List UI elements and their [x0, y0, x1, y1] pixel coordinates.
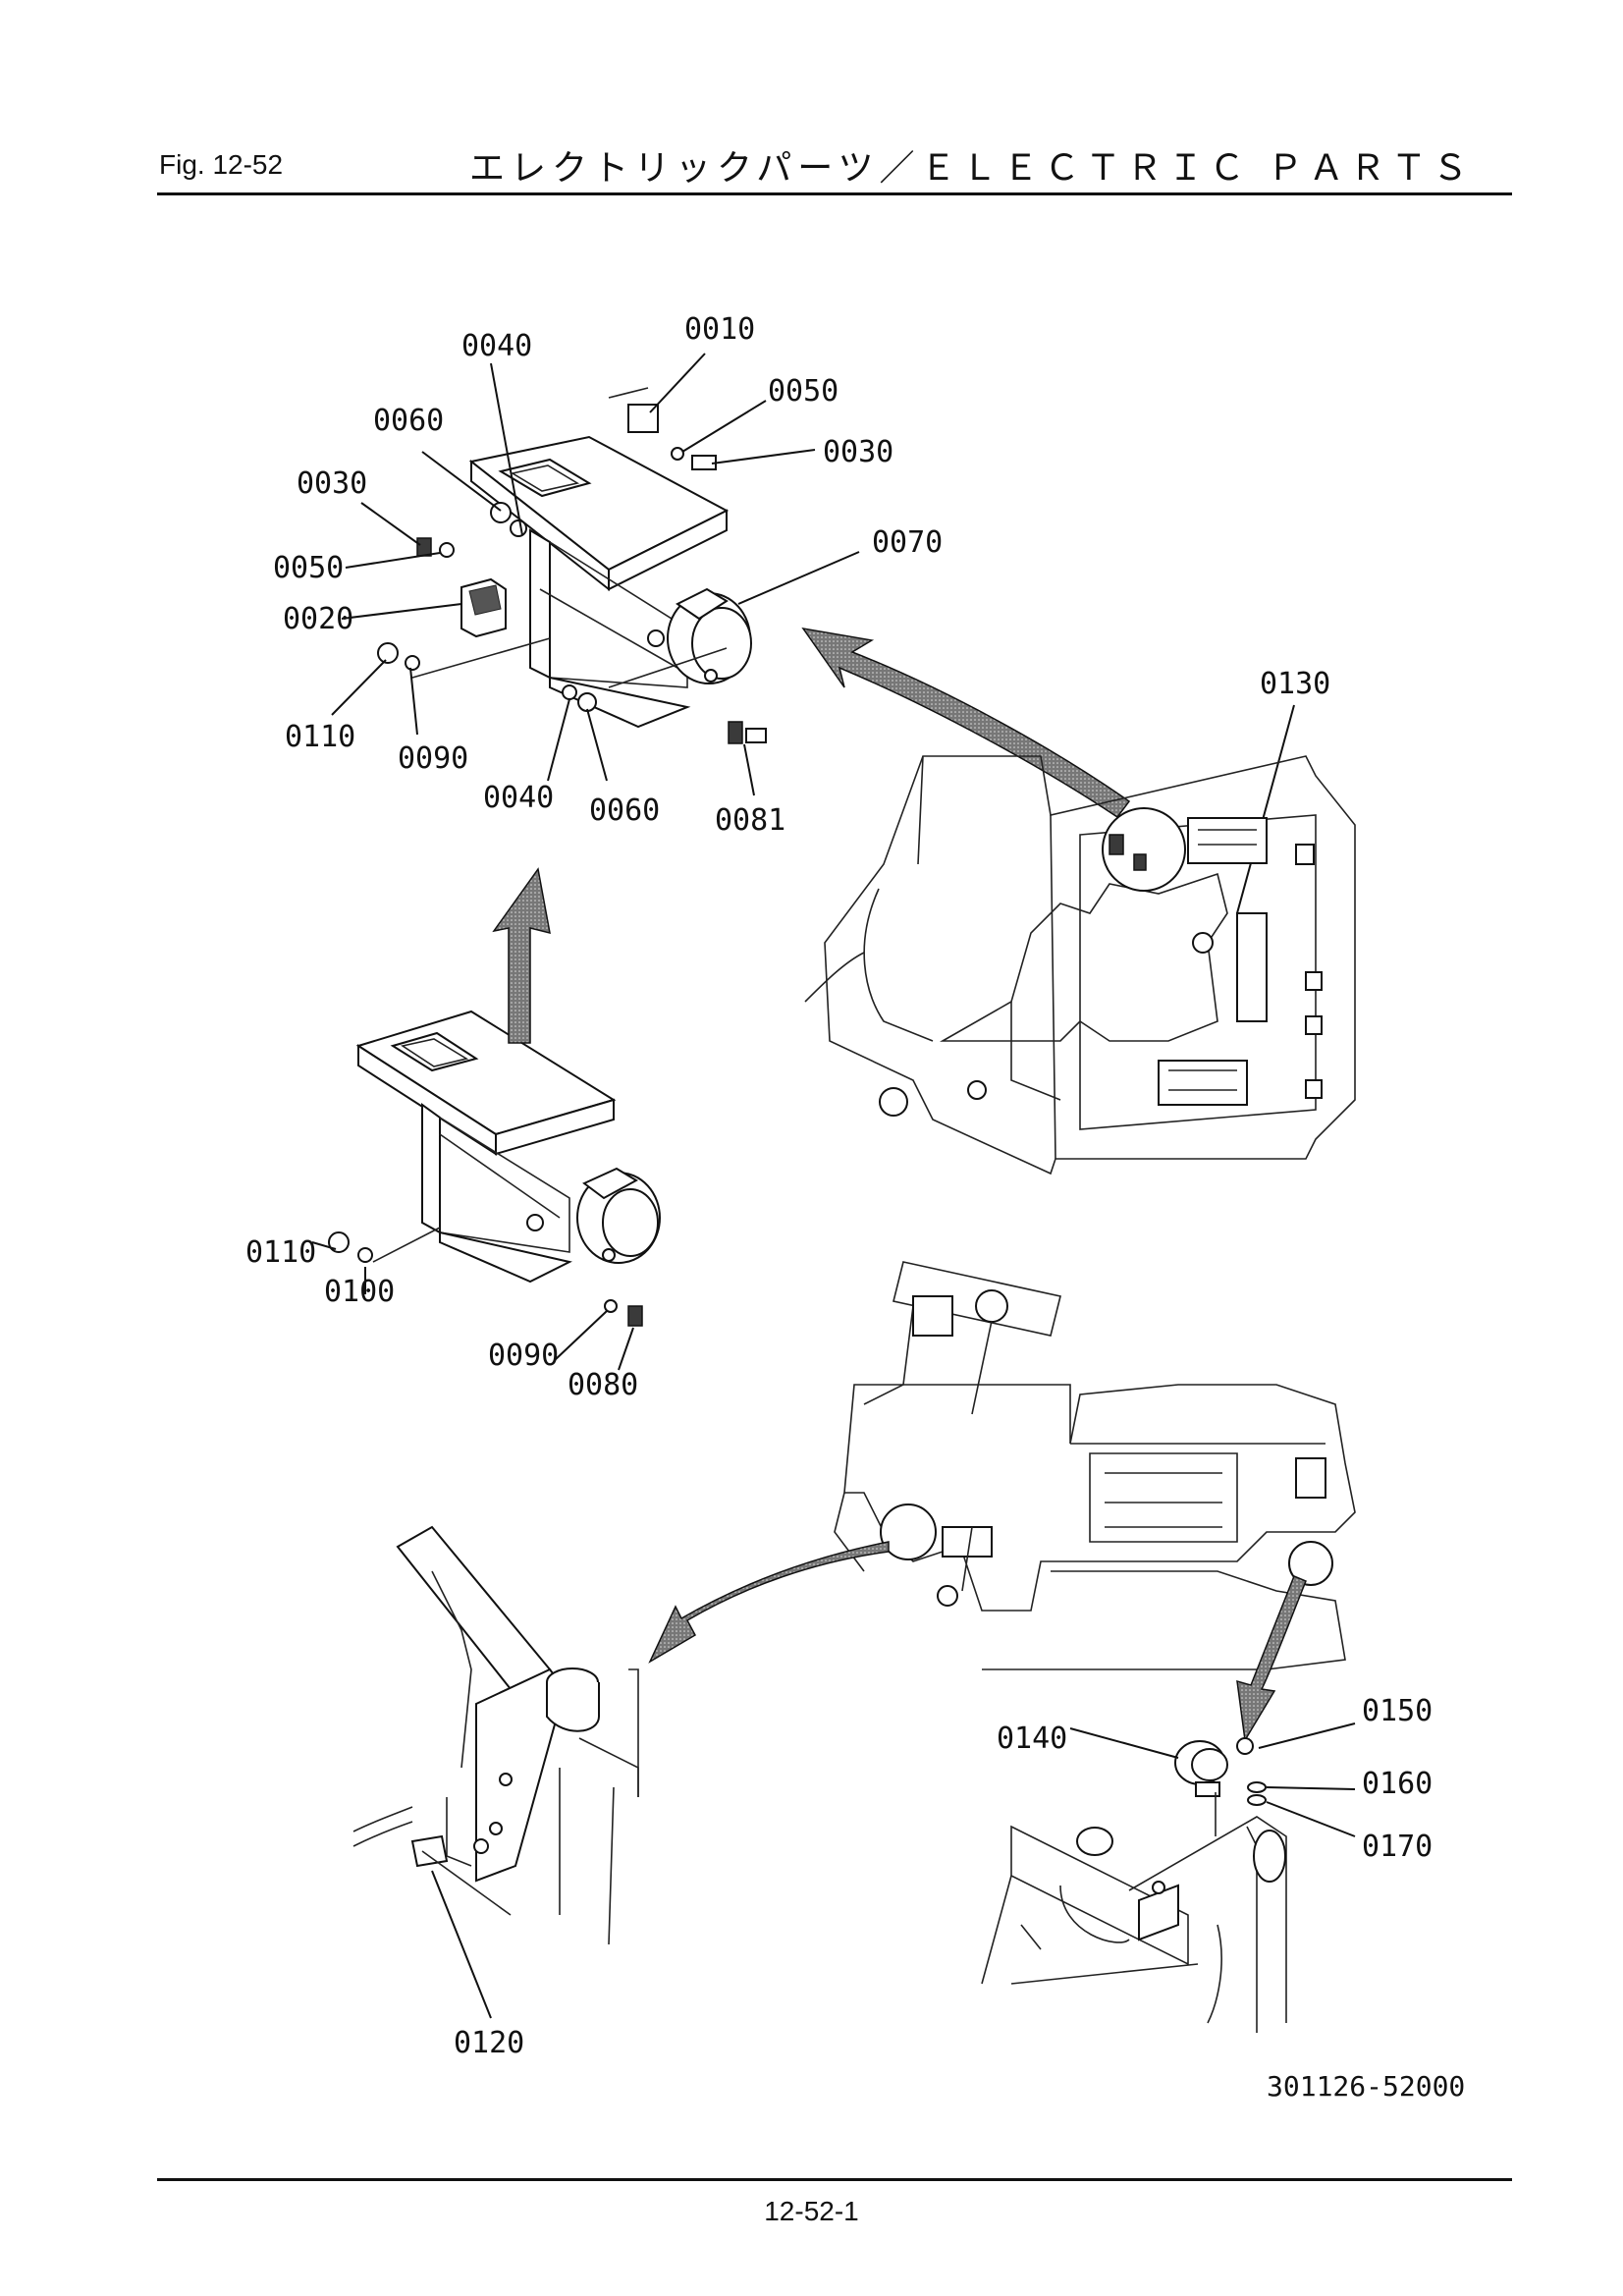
callout-0030-left: 0030 — [297, 466, 367, 501]
callout-0050-left: 0050 — [273, 551, 344, 585]
callout-0110-middle: 0110 — [245, 1235, 316, 1270]
arrow-to-horn — [1236, 1575, 1307, 1743]
upper-leaders — [331, 353, 1295, 914]
callout-0020: 0020 — [283, 602, 353, 636]
callout-0140: 0140 — [997, 1722, 1067, 1756]
horn-leaders — [1069, 1722, 1356, 1837]
header-rule — [157, 192, 1512, 195]
callout-0081: 0081 — [715, 803, 785, 838]
callout-0170: 0170 — [1362, 1830, 1433, 1864]
pedal-detail — [352, 1525, 639, 1945]
callout-0040-bottom: 0040 — [483, 781, 554, 815]
horn-detail — [981, 1737, 1287, 2033]
upper-bracket-assembly — [377, 387, 767, 744]
callout-0050-top: 0050 — [768, 374, 839, 409]
lower-bracket-assembly — [328, 1010, 661, 1327]
arrow-to-pedal — [648, 1541, 890, 1664]
arrow-up-to-upper — [492, 867, 551, 1044]
callout-0100: 0100 — [324, 1275, 395, 1309]
callout-0060-top: 0060 — [373, 404, 444, 438]
page-title: エレクトリックパーツ／ＥＬＥＣＴＲＩＣ ＰＡＲＴＳ — [469, 148, 1474, 189]
callout-0160: 0160 — [1362, 1767, 1433, 1801]
callout-0130: 0130 — [1260, 667, 1330, 701]
callout-0010: 0010 — [684, 312, 755, 347]
arrow-to-upper-assembly — [801, 627, 1131, 819]
callout-0070: 0070 — [872, 525, 943, 560]
callout-0030-top: 0030 — [823, 435, 893, 469]
pedal-leader — [431, 1870, 492, 2019]
tractor-top-view — [804, 755, 1356, 1175]
callout-0110-top: 0110 — [285, 720, 355, 754]
callout-0150: 0150 — [1362, 1694, 1433, 1728]
tractor-side-view — [834, 1261, 1356, 1670]
callout-0040-top: 0040 — [461, 329, 532, 363]
footer-rule — [157, 2178, 1512, 2181]
callout-0090-middle: 0090 — [488, 1339, 559, 1373]
figure-number: Fig. 12-52 — [159, 149, 284, 180]
callout-0090-top: 0090 — [398, 741, 468, 776]
document-number: 301126-52000 — [1267, 2070, 1466, 2103]
page-number: 12-52-1 — [764, 2196, 859, 2226]
callout-0120: 0120 — [454, 2026, 524, 2060]
callout-0080: 0080 — [568, 1368, 638, 1402]
callout-0060-bottom: 0060 — [589, 793, 660, 828]
middle-leaders — [311, 1241, 634, 1371]
